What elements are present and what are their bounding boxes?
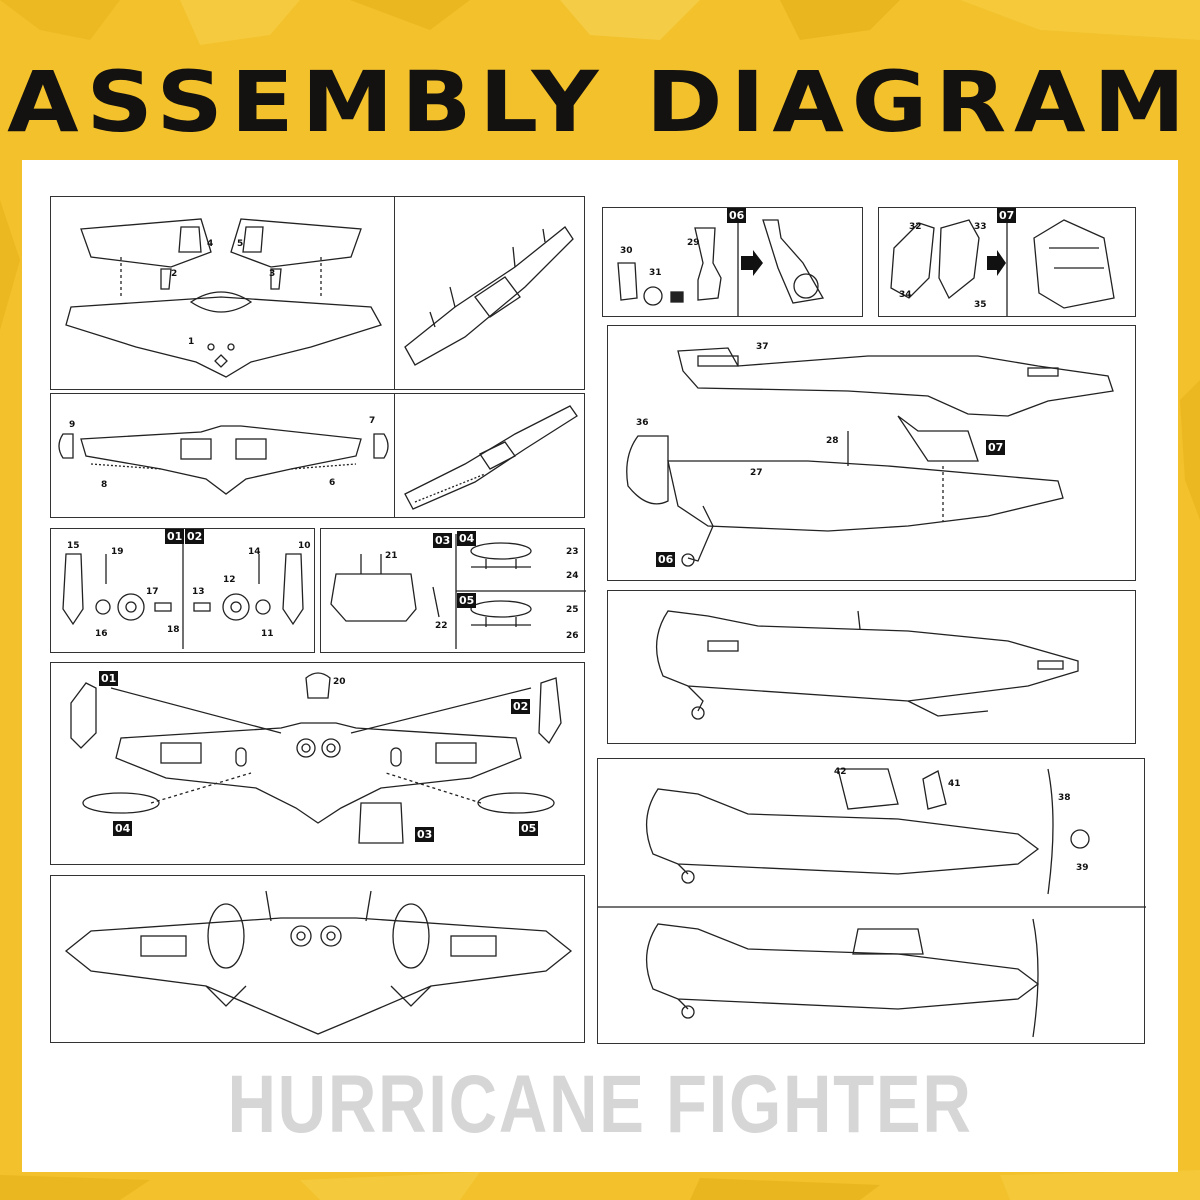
- part-number: 26: [566, 631, 579, 641]
- part-number: 14: [248, 547, 261, 557]
- part-number: 16: [95, 629, 108, 639]
- wing-complete-drawing: [64, 890, 573, 1035]
- part-number: 29: [687, 238, 700, 248]
- part-number: 12: [223, 575, 236, 585]
- part-number: 30: [620, 246, 633, 256]
- fuselage-complete-drawing: [655, 610, 1079, 720]
- part-number: 8: [101, 480, 108, 490]
- flaps-drawing: [58, 425, 389, 495]
- step-tag: 03: [415, 827, 435, 842]
- step-tag: 05: [457, 593, 477, 608]
- part-number: 42: [834, 767, 847, 777]
- part-number: 31: [649, 268, 662, 278]
- part-number: 21: [385, 551, 398, 561]
- part-number: 18: [167, 625, 180, 635]
- seat-drawing: [890, 210, 1115, 316]
- step-tag: 07: [986, 440, 1006, 455]
- part-number: 38: [1058, 793, 1071, 803]
- flaps-iso-drawing: [404, 405, 578, 510]
- panel-fuselage-complete: [607, 590, 1136, 744]
- part-number: 4: [207, 239, 214, 249]
- wing-parts-drawing: [65, 218, 382, 378]
- product-caption: HURRICANE FIGHTER: [227, 1059, 973, 1150]
- wing-iso-drawing: [404, 226, 574, 366]
- part-number: 3: [269, 269, 276, 279]
- part-number: 6: [329, 478, 336, 488]
- part-number: 36: [636, 418, 649, 428]
- part-number: 22: [435, 621, 448, 631]
- part-number: 1: [188, 337, 195, 347]
- part-number: 19: [111, 547, 124, 557]
- part-number: 28: [826, 436, 839, 446]
- part-number: 35: [974, 300, 987, 310]
- step-tag: 05: [519, 821, 539, 836]
- panel-wing-underside: 01 02 04 05 03 20: [50, 662, 585, 865]
- fuselage-drawing: [626, 347, 1114, 567]
- panel-cockpit-controls: 06 30 31 29: [602, 207, 863, 317]
- panel-fuselage: 06 07 37 36 28 27: [607, 325, 1136, 581]
- panel-fuel-tanks: 03 04 05 21 22 23 24 25 26: [320, 528, 586, 653]
- part-number: 33: [974, 222, 987, 232]
- panel-flaps-iso: [394, 393, 585, 518]
- part-number: 20: [333, 677, 346, 687]
- panel-wing-iso: [394, 196, 585, 390]
- step-tag: 02: [185, 529, 205, 544]
- part-number: 7: [369, 416, 376, 426]
- part-number: 9: [69, 420, 76, 430]
- step-tag: 02: [511, 699, 531, 714]
- step-tag: 03: [433, 533, 453, 548]
- part-number: 5: [237, 239, 244, 249]
- cockpit-controls-drawing: [617, 210, 825, 316]
- step-tag: 01: [165, 529, 185, 544]
- panel-wing-parts: 4 5 2 3 1: [50, 196, 395, 390]
- part-number: 13: [192, 587, 205, 597]
- part-number: 41: [948, 779, 961, 789]
- part-number: 34: [899, 290, 912, 300]
- step-tag: 04: [457, 531, 477, 546]
- panel-flaps: 9 7 8 6: [50, 393, 395, 518]
- panel-wing-complete: [50, 875, 585, 1043]
- part-number: 32: [909, 222, 922, 232]
- part-number: 17: [146, 587, 159, 597]
- part-number: 10: [298, 541, 311, 551]
- step-tag: 06: [727, 208, 747, 223]
- page-title: ASSEMBLY DIAGRAM: [7, 53, 1193, 151]
- panel-canopy-propeller: 42 41 38 39: [597, 758, 1146, 1044]
- part-number: 27: [750, 468, 763, 478]
- part-number: 11: [261, 629, 274, 639]
- part-number: 37: [756, 342, 769, 352]
- part-number: 15: [67, 541, 80, 551]
- part-number: 2: [171, 269, 178, 279]
- step-tag: 06: [656, 552, 676, 567]
- fuel-tanks-drawing: [330, 534, 586, 649]
- step-tag: 04: [113, 821, 133, 836]
- step-tag: 01: [99, 671, 119, 686]
- wing-underside-drawing: [70, 672, 562, 844]
- part-number: 25: [566, 605, 579, 615]
- part-number: 24: [566, 571, 579, 581]
- landing-gear-drawing: [62, 534, 304, 649]
- part-number: 23: [566, 547, 579, 557]
- panel-seat: 07 32 33 34 35: [878, 207, 1136, 317]
- canopy-propeller-drawing: [598, 768, 1146, 1038]
- step-tag: 07: [997, 208, 1017, 223]
- part-number: 39: [1076, 863, 1089, 873]
- panel-landing-gear: 01 02 15 19 17 16 18 14 10 13 12 11: [50, 528, 315, 653]
